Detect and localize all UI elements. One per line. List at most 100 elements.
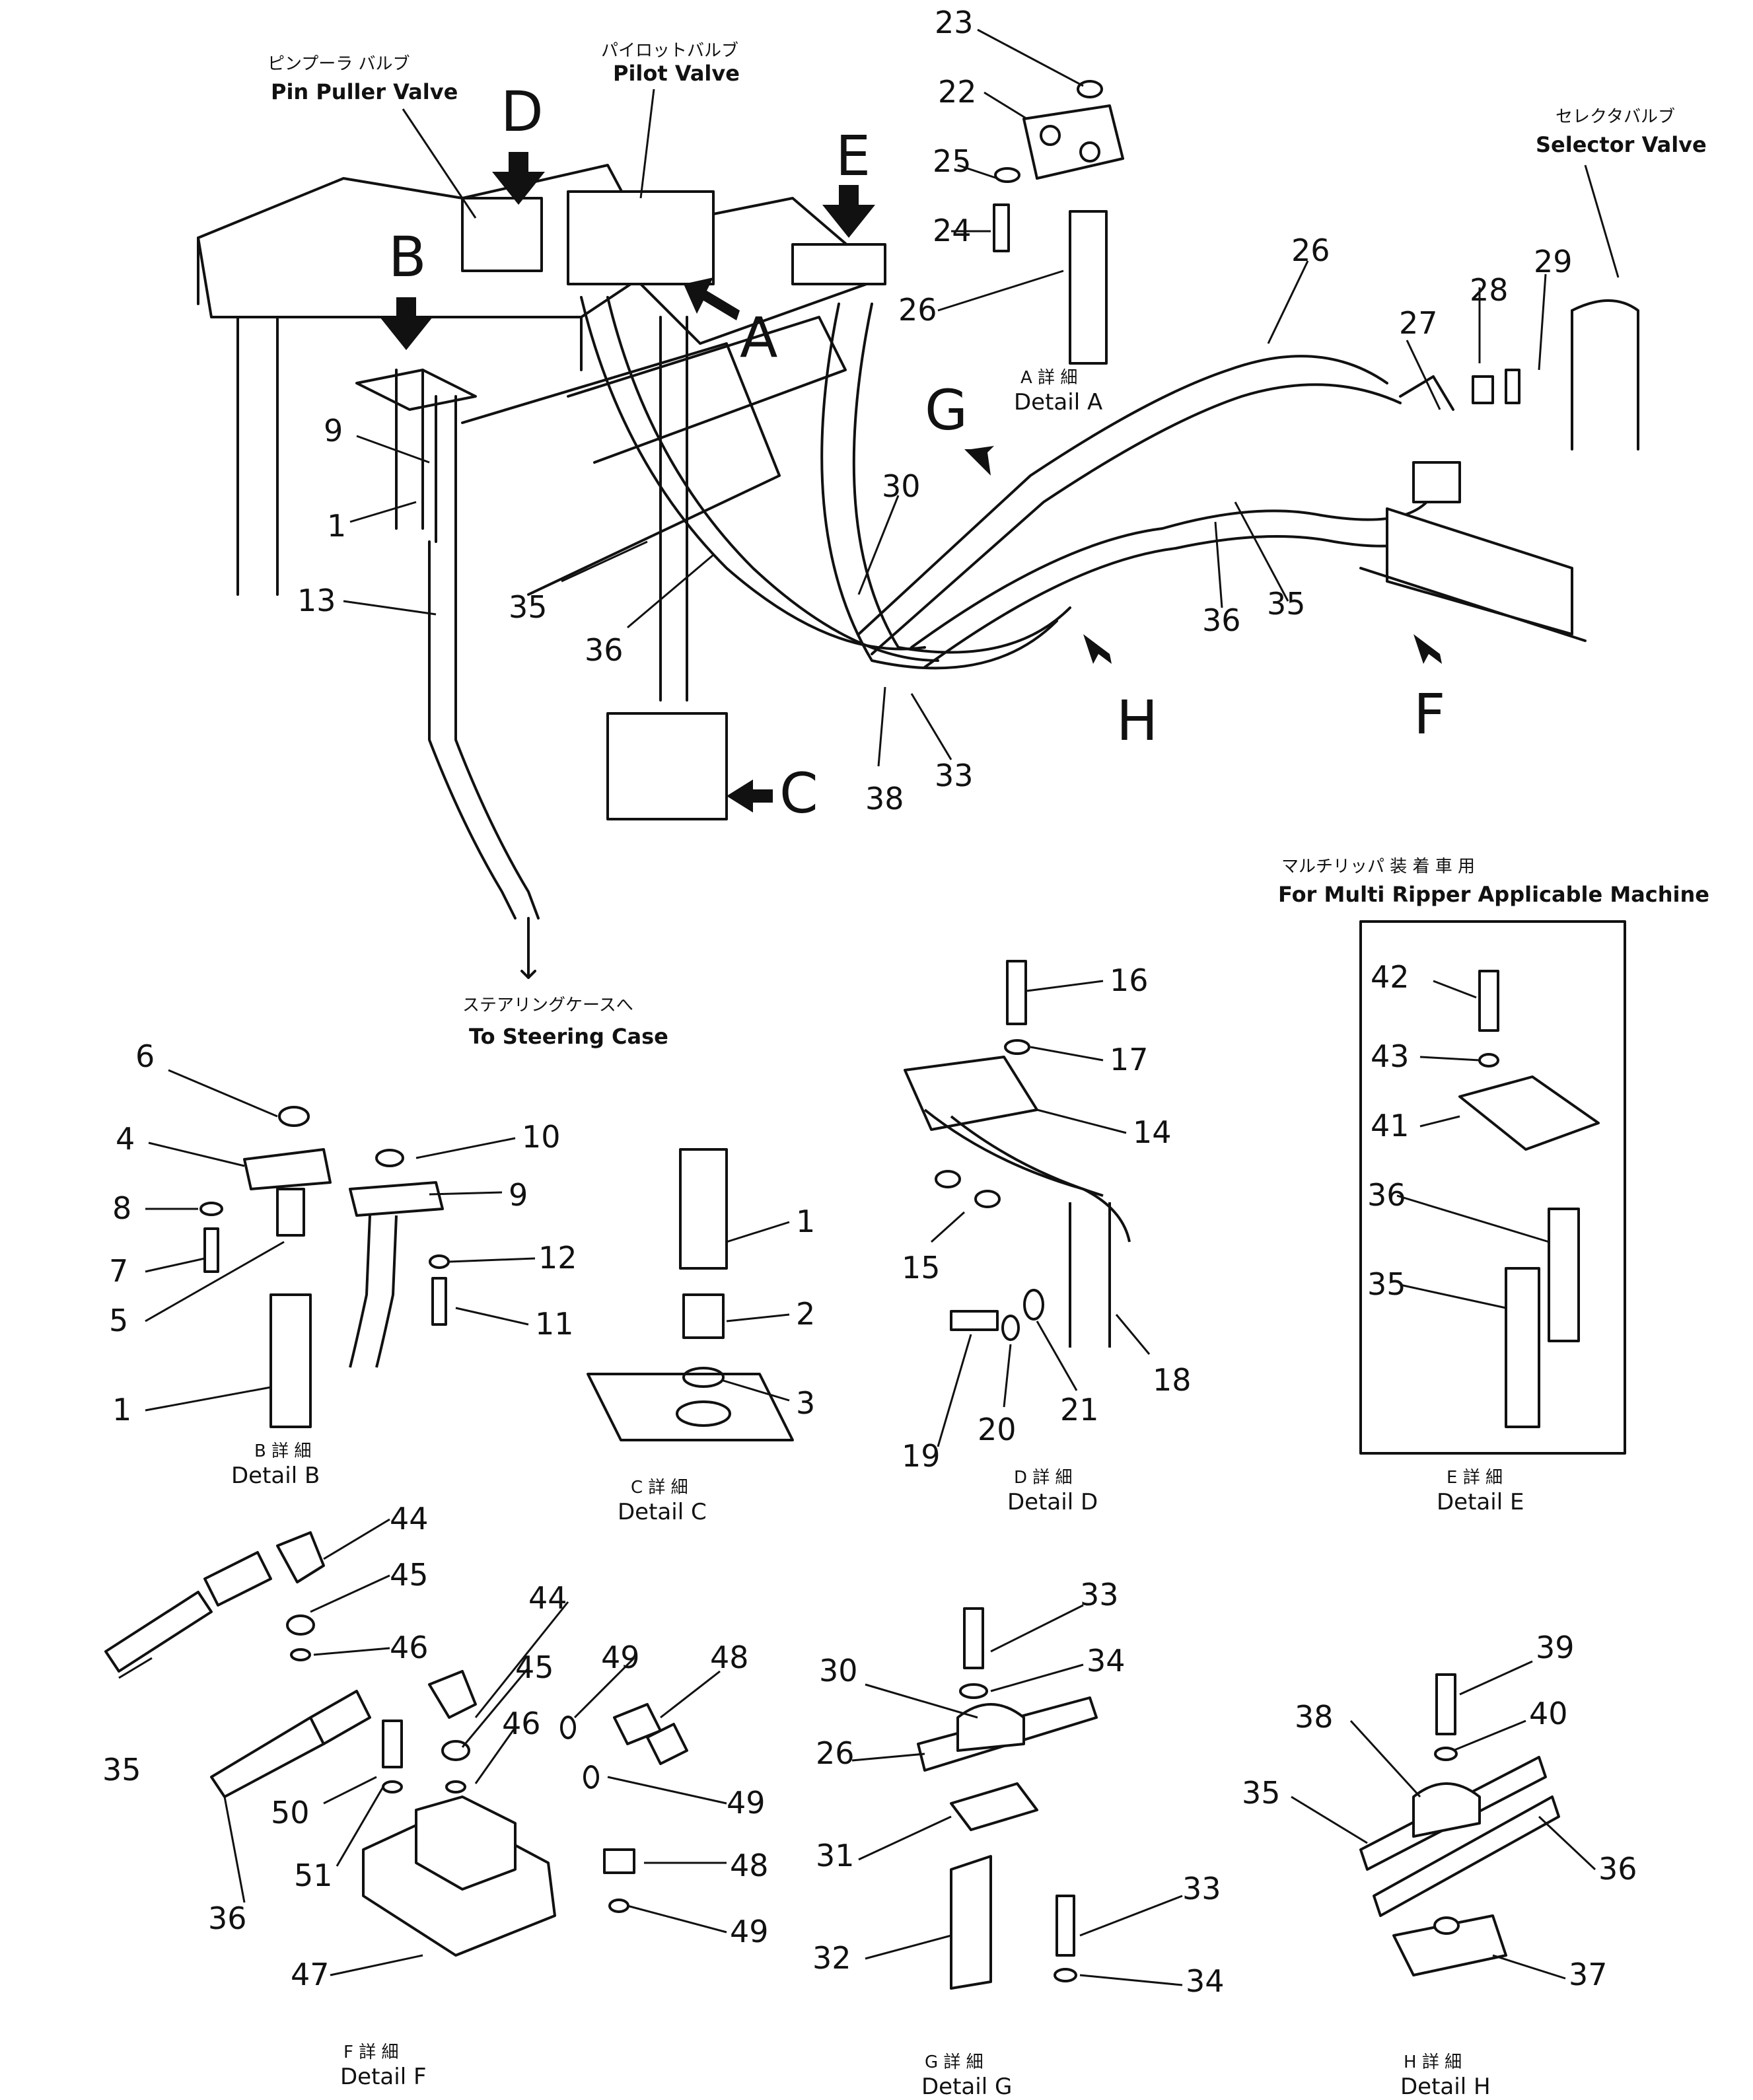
detail-d — [904, 960, 1131, 1348]
callout: 49 — [727, 1785, 766, 1821]
callout: 13 — [297, 583, 336, 618]
callout: 34 — [1186, 1963, 1225, 1999]
callout: 28 — [1470, 272, 1509, 308]
callout: 32 — [812, 1940, 851, 1976]
callout: 29 — [1534, 244, 1573, 279]
callout: 16 — [1110, 962, 1149, 998]
callout: 49 — [730, 1914, 769, 1949]
detail-captions: A 詳 細 Detail A B 詳 細 Detail B C 詳 細 Deta… — [231, 368, 1524, 2100]
callout: 39 — [1536, 1630, 1575, 1665]
callouts-detail-f: 44 45 46 44 45 46 49 48 35 50 51 49 36 4… — [102, 1501, 769, 1992]
callout: 14 — [1133, 1114, 1172, 1150]
view-letter-h: H — [1116, 688, 1158, 753]
detail-h — [1359, 1673, 1560, 1976]
view-letter-g: G — [925, 378, 968, 443]
callout: 30 — [882, 468, 921, 504]
multi-ripper-label: For Multi Ripper Applicable Machine — [1278, 882, 1709, 907]
detail-a — [993, 80, 1124, 365]
callout: 41 — [1371, 1108, 1410, 1143]
callout: 3 — [796, 1385, 815, 1421]
callout: 11 — [535, 1306, 574, 1342]
detail-a-caption: Detail A — [1014, 389, 1102, 416]
detail-c — [587, 1148, 794, 1441]
callout: 30 — [819, 1653, 858, 1688]
view-letter-d: D — [501, 79, 544, 144]
callout: 31 — [816, 1838, 855, 1873]
callout: 12 — [538, 1240, 577, 1276]
detail-c-jp: C 詳 細 — [631, 1478, 688, 1498]
pin-puller-label: Pin Puller Valve — [271, 79, 458, 104]
arrow-c — [727, 779, 773, 813]
main-caption-leaders — [402, 89, 1620, 278]
detail-e-jp: E 詳 細 — [1447, 1468, 1503, 1488]
callout: 35 — [1242, 1775, 1281, 1811]
detail-e — [1359, 920, 1626, 1455]
callout: 33 — [1182, 1871, 1221, 1906]
callout: 47 — [291, 1957, 330, 1992]
arrow-f — [1413, 634, 1442, 664]
steering-case-label: To Steering Case — [469, 1024, 668, 1049]
callouts-detail-c: 1 2 3 — [796, 1204, 815, 1421]
callout: 17 — [1110, 1042, 1149, 1077]
detail-h-caption: Detail H — [1400, 2074, 1491, 2100]
callouts-main: 23 22 25 24 26 26 27 28 29 30 9 1 13 35 … — [297, 5, 1573, 816]
callout: 51 — [294, 1858, 333, 1893]
callout: 10 — [522, 1119, 561, 1155]
detail-b-jp: B 詳 細 — [254, 1441, 311, 1461]
callout: 36 — [1598, 1851, 1637, 1887]
detail-b — [199, 1106, 450, 1428]
callout: 36 — [1202, 602, 1241, 638]
callout: 36 — [585, 632, 624, 668]
view-arrows — [380, 152, 1442, 813]
pilot-valve-label: Pilot Valve — [613, 61, 740, 86]
callout: 36 — [1367, 1177, 1406, 1213]
selector-valve-label: Selector Valve — [1536, 132, 1707, 157]
callout: 24 — [933, 213, 972, 248]
callout: 19 — [902, 1438, 941, 1474]
callout: 5 — [109, 1303, 128, 1338]
callout: 33 — [935, 758, 974, 793]
callout: 26 — [816, 1735, 855, 1771]
callout: 27 — [1399, 305, 1438, 341]
view-letter-e: E — [836, 124, 871, 188]
detail-f — [104, 1531, 688, 1957]
callout: 48 — [710, 1640, 749, 1675]
callout: 45 — [515, 1649, 554, 1685]
callouts-detail-d: 16 17 14 15 19 20 21 18 — [902, 962, 1192, 1474]
callout: 33 — [1080, 1577, 1119, 1612]
callout: 26 — [898, 292, 937, 328]
callout: 44 — [528, 1580, 567, 1616]
callout: 45 — [390, 1557, 429, 1593]
arrow-b — [380, 297, 433, 350]
detail-g-jp: G 詳 細 — [925, 2052, 984, 2072]
detail-b-caption: Detail B — [231, 1463, 320, 1489]
detail-g-caption: Detail G — [921, 2074, 1012, 2100]
callout: 1 — [112, 1392, 131, 1428]
callout: 6 — [135, 1038, 155, 1074]
main-assembly — [197, 164, 1639, 979]
callout: 36 — [208, 1901, 247, 1936]
detail-c-caption: Detail C — [618, 1499, 707, 1525]
main-captions: ピンプーラ バルブ Pin Puller Valve パイロットバルブ Pilo… — [268, 41, 1709, 1049]
callouts-detail-g: 33 34 30 26 31 33 32 34 — [812, 1577, 1225, 1999]
callout: 21 — [1060, 1392, 1099, 1428]
detail-e-caption: Detail E — [1437, 1489, 1524, 1515]
callout: 20 — [978, 1412, 1017, 1447]
callout: 38 — [865, 781, 904, 816]
callout: 8 — [112, 1190, 131, 1226]
callout: 49 — [601, 1640, 640, 1675]
callout: 7 — [109, 1253, 128, 1289]
callout: 35 — [509, 589, 548, 625]
callout: 35 — [1267, 586, 1306, 622]
arrow-h — [1083, 634, 1112, 664]
pilot-valve-jp: パイロットバルブ — [601, 41, 738, 61]
detail-f-jp: F 詳 細 — [343, 2043, 399, 2062]
callout: 4 — [116, 1121, 135, 1157]
arrow-e — [822, 185, 875, 238]
view-letters: D B E A G C H F — [388, 79, 1445, 826]
callouts-detail-h: 39 40 38 35 36 37 — [1242, 1630, 1637, 1992]
arrow-a — [684, 277, 740, 320]
detail-d-jp: D 詳 細 — [1014, 1468, 1073, 1488]
callout: 35 — [102, 1752, 141, 1788]
